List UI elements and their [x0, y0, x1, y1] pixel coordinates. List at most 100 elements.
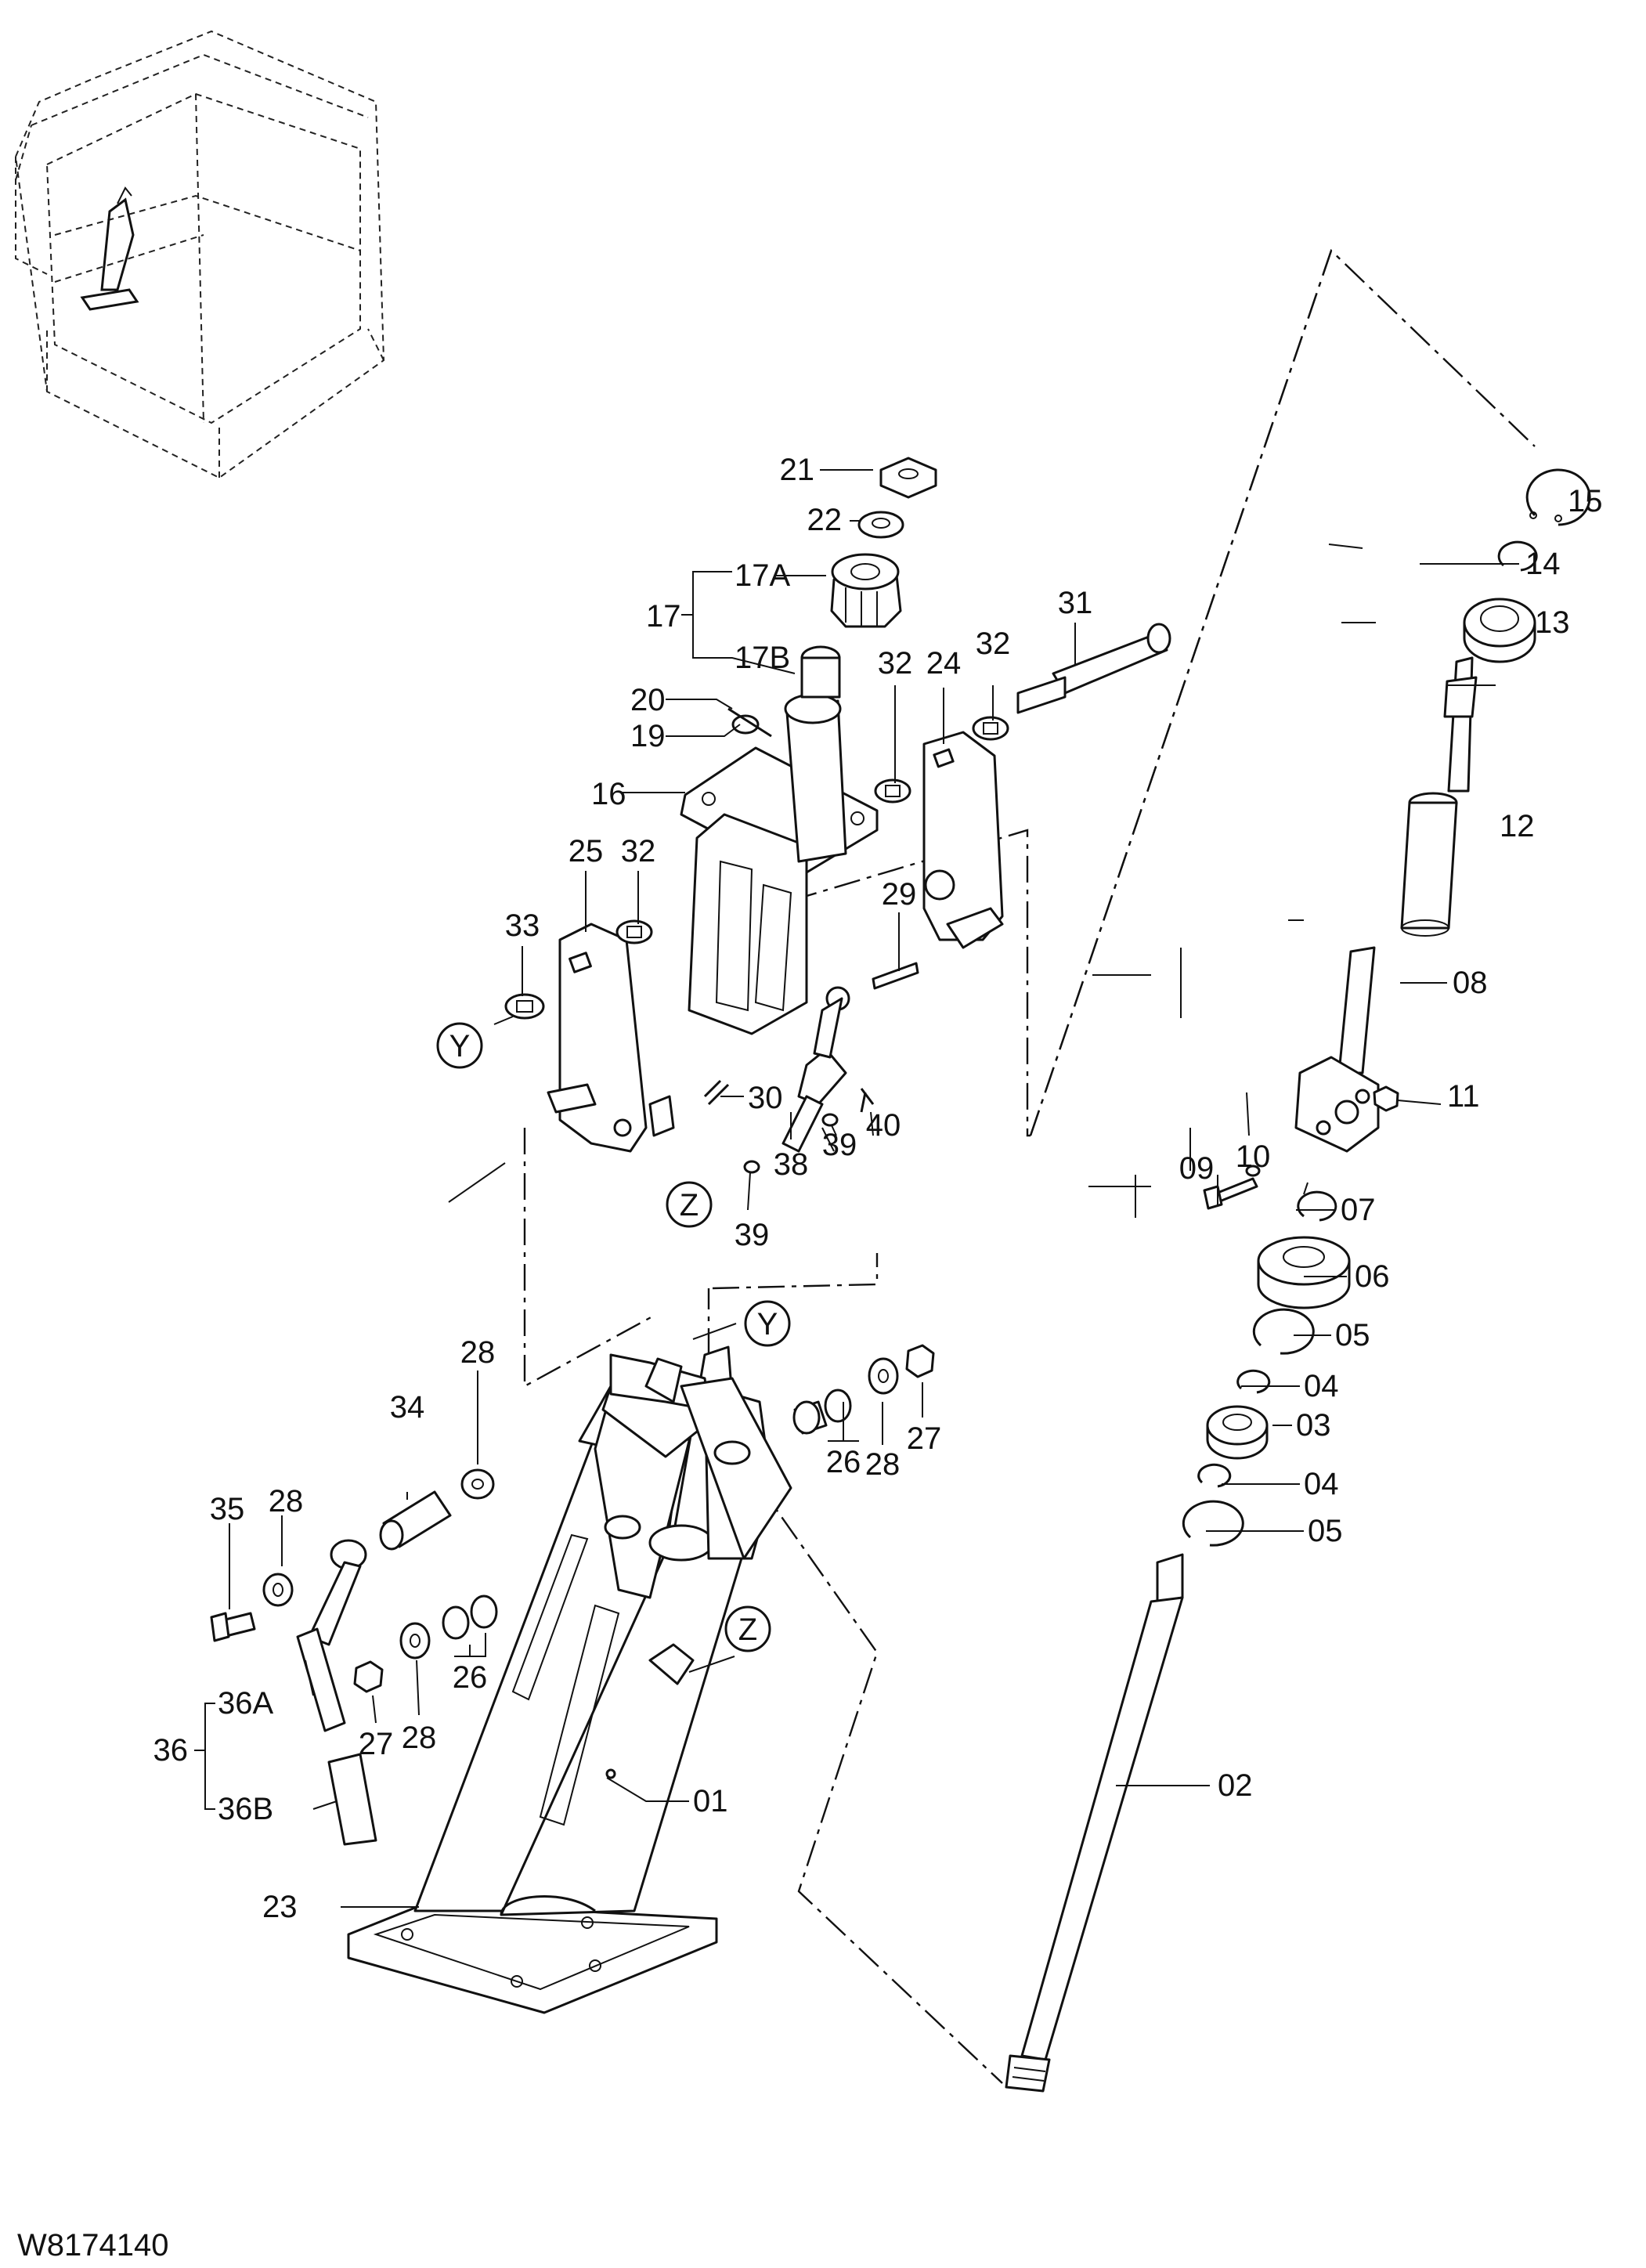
bushings-26-left: [442, 1594, 498, 1640]
pin-29: [872, 962, 919, 990]
sleeve-34: [379, 1490, 452, 1551]
callout-39-right: 39: [822, 1128, 857, 1162]
callout-22: 22: [807, 503, 843, 537]
ref-z-lower: Z: [738, 1613, 757, 1647]
callout-24: 24: [926, 646, 962, 681]
shaft-12: [1400, 656, 1478, 937]
callout-33: 33: [505, 908, 540, 943]
callout-23: 23: [262, 1890, 298, 1924]
snap-ring-15: [1525, 468, 1591, 526]
bushings-26-right: [792, 1389, 852, 1435]
shaft-31: [1016, 623, 1171, 714]
callout-32-right: 32: [976, 627, 1011, 661]
callout-01: 01: [693, 1784, 728, 1818]
callout-21: 21: [780, 453, 815, 487]
rod-38: [781, 986, 850, 1153]
control-column-01: [594, 1353, 792, 1779]
callout-28-right: 28: [865, 1447, 901, 1482]
callout-03: 03: [1296, 1408, 1331, 1443]
callout-05-upper: 05: [1335, 1318, 1370, 1352]
part-callouts: 21 22 17A 17 17B 20 19 16 31 32 24 32 29…: [153, 453, 1603, 1924]
snap-ring-04-upper: [1236, 1369, 1271, 1394]
lever-tube-17: [784, 553, 902, 863]
callout-34: 34: [390, 1390, 425, 1425]
callout-25: 25: [569, 834, 604, 869]
washer-28-bolt: [262, 1573, 294, 1607]
callout-13: 13: [1535, 605, 1570, 640]
callout-12: 12: [1500, 809, 1535, 843]
pin-20-washer-19: [727, 707, 772, 738]
bearing-03: [1206, 1405, 1269, 1460]
washer-28-right: [868, 1357, 899, 1395]
plate-24: [922, 731, 1004, 949]
callout-20: 20: [630, 683, 666, 717]
callout-36: 36: [153, 1733, 189, 1768]
cab-overview-illustration: [14, 30, 385, 479]
lever-36: [296, 1539, 377, 1846]
shaft-02: [1005, 1553, 1184, 2093]
callout-19: 19: [630, 719, 666, 753]
callout-29: 29: [882, 877, 917, 912]
nut-11: [1373, 1085, 1399, 1112]
callout-28-left: 28: [402, 1721, 437, 1755]
washer-22: [857, 511, 904, 539]
nut-21: [879, 457, 937, 499]
callout-39-left: 39: [735, 1218, 770, 1252]
assembly-guide-lines: [523, 248, 1536, 2084]
snap-ring-14: [1497, 540, 1538, 572]
bolt-09-washer-10: [1203, 1165, 1261, 1210]
figure-code: W8174140: [17, 2228, 168, 2263]
plate-25: [547, 923, 675, 1153]
callout-17a: 17A: [735, 558, 790, 593]
leader-lines: [194, 469, 1519, 1908]
callout-09: 09: [1179, 1151, 1215, 1186]
callout-27-right: 27: [907, 1421, 942, 1456]
bearing-13: [1463, 598, 1536, 663]
callout-06: 06: [1355, 1259, 1390, 1294]
snap-ring-07: [1297, 1190, 1337, 1222]
callout-08: 08: [1453, 966, 1488, 1000]
callout-17b: 17B: [735, 641, 790, 675]
callout-36b: 36B: [218, 1792, 273, 1826]
snap-ring-05-lower: [1182, 1500, 1244, 1547]
snap-ring-05-upper: [1252, 1308, 1315, 1355]
callout-40: 40: [866, 1108, 901, 1143]
callout-32-mid: 32: [878, 646, 913, 681]
callout-16: 16: [591, 777, 626, 811]
callout-26-right: 26: [826, 1445, 861, 1479]
bearing-06: [1257, 1236, 1351, 1309]
washers-39-pin-40: [743, 1088, 875, 1174]
callout-04-upper: 04: [1304, 1369, 1339, 1403]
ref-y-lower: Y: [757, 1307, 778, 1342]
bracket-16: [680, 746, 879, 1035]
callout-10: 10: [1236, 1139, 1271, 1174]
bolt-35: [210, 1612, 256, 1642]
reference-circles: Y Z Y Z: [436, 1022, 791, 1652]
callout-15: 15: [1568, 484, 1603, 518]
nut-27-left: [353, 1660, 384, 1693]
callout-07: 07: [1341, 1193, 1376, 1227]
snap-ring-04-lower: [1197, 1463, 1232, 1488]
washers-32-33: [504, 716, 1009, 1020]
ref-y-upper: Y: [449, 1029, 471, 1064]
washer-28-upper: [460, 1468, 495, 1500]
callout-04-lower: 04: [1304, 1467, 1339, 1501]
callout-17: 17: [646, 599, 681, 634]
pin-30: [703, 1079, 730, 1106]
callout-31: 31: [1058, 586, 1093, 620]
callout-30: 30: [748, 1081, 783, 1115]
callout-28-upper: 28: [460, 1335, 496, 1370]
callout-05-lower: 05: [1308, 1514, 1343, 1548]
callout-36a: 36A: [218, 1686, 273, 1721]
callout-02: 02: [1218, 1768, 1253, 1803]
callout-11: 11: [1447, 1079, 1480, 1114]
ref-z-upper: Z: [680, 1188, 698, 1222]
callout-35: 35: [210, 1492, 245, 1526]
callout-14: 14: [1525, 547, 1561, 581]
callout-32-left: 32: [621, 834, 656, 869]
universal-joint-08: [1294, 946, 1380, 1153]
washer-28-left: [399, 1622, 431, 1659]
nut-27-right: [905, 1344, 935, 1378]
callout-27-left: 27: [359, 1727, 394, 1761]
